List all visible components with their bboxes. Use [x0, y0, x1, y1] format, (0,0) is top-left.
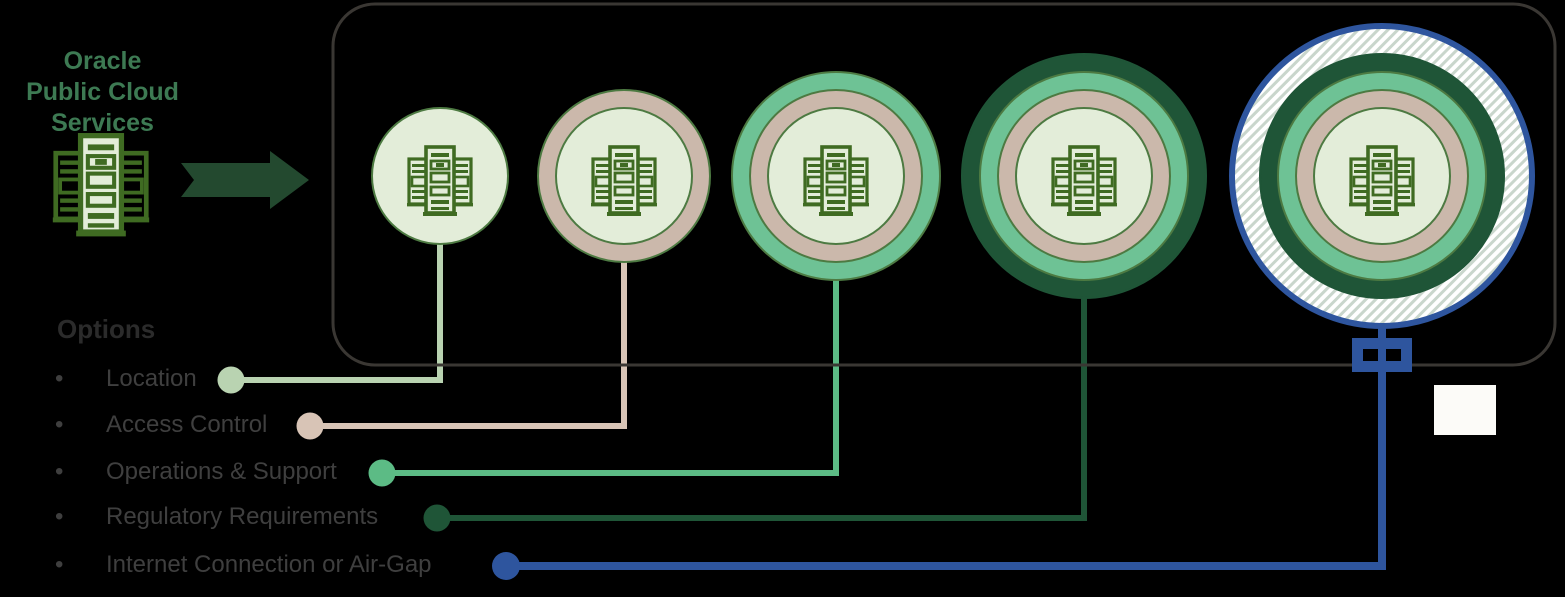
brand-title-line1: Oracle	[63, 47, 142, 75]
blank-callout-box	[1434, 385, 1496, 435]
air-gap-bracket-2	[1352, 354, 1412, 372]
panel-outline	[331, 2, 1557, 367]
connector-line-5	[518, 324, 1386, 570]
option-label-5[interactable]: Internet Connection or Air-Gap	[106, 551, 432, 578]
option-dot-5[interactable]	[492, 552, 520, 580]
deployment-circle-2	[537, 89, 711, 263]
option-label-2[interactable]: Access Control	[106, 411, 268, 438]
deployment-circle-1	[371, 107, 509, 245]
connector-line-2	[322, 260, 627, 429]
option-bullet-1: •	[55, 365, 64, 392]
option-bullet-5: •	[55, 551, 64, 578]
deployment-circle-3	[731, 71, 941, 281]
deployment-circle-4	[961, 53, 1207, 299]
deployment-circles	[371, 23, 1535, 329]
connector-line-3	[394, 278, 839, 476]
option-label-1[interactable]: Location	[106, 365, 197, 392]
option-bullet-2: •	[55, 411, 64, 438]
deployment-circle-5	[1229, 23, 1535, 329]
server-racks-icon	[53, 136, 149, 237]
option-dot-1[interactable]	[217, 366, 245, 394]
air-gap-bracket-1	[1352, 338, 1412, 356]
option-bullet-4: •	[55, 503, 64, 530]
option-dot-4[interactable]	[423, 504, 451, 532]
option-dot-2[interactable]	[296, 412, 324, 440]
connector-lines	[244, 242, 1386, 570]
option-dot-3[interactable]	[368, 459, 396, 487]
right-arrow-icon	[181, 151, 309, 209]
brand-graphics	[53, 136, 309, 237]
option-bullet-3: •	[55, 458, 64, 485]
air-gap-break-icon	[1352, 338, 1412, 372]
option-label-4[interactable]: Regulatory Requirements	[106, 503, 379, 530]
connector-line-4	[449, 296, 1087, 521]
brand-title-line3: Services	[51, 109, 154, 137]
panel-border	[331, 2, 1557, 367]
option-label-3[interactable]: Operations & Support	[106, 458, 337, 485]
option-dots	[217, 366, 520, 580]
connector-line-1	[244, 242, 443, 383]
brand-title-line2: Public Cloud	[26, 78, 179, 106]
options-header: Options	[57, 314, 156, 344]
brand-title: Oracle Public Cloud Services	[0, 46, 205, 139]
